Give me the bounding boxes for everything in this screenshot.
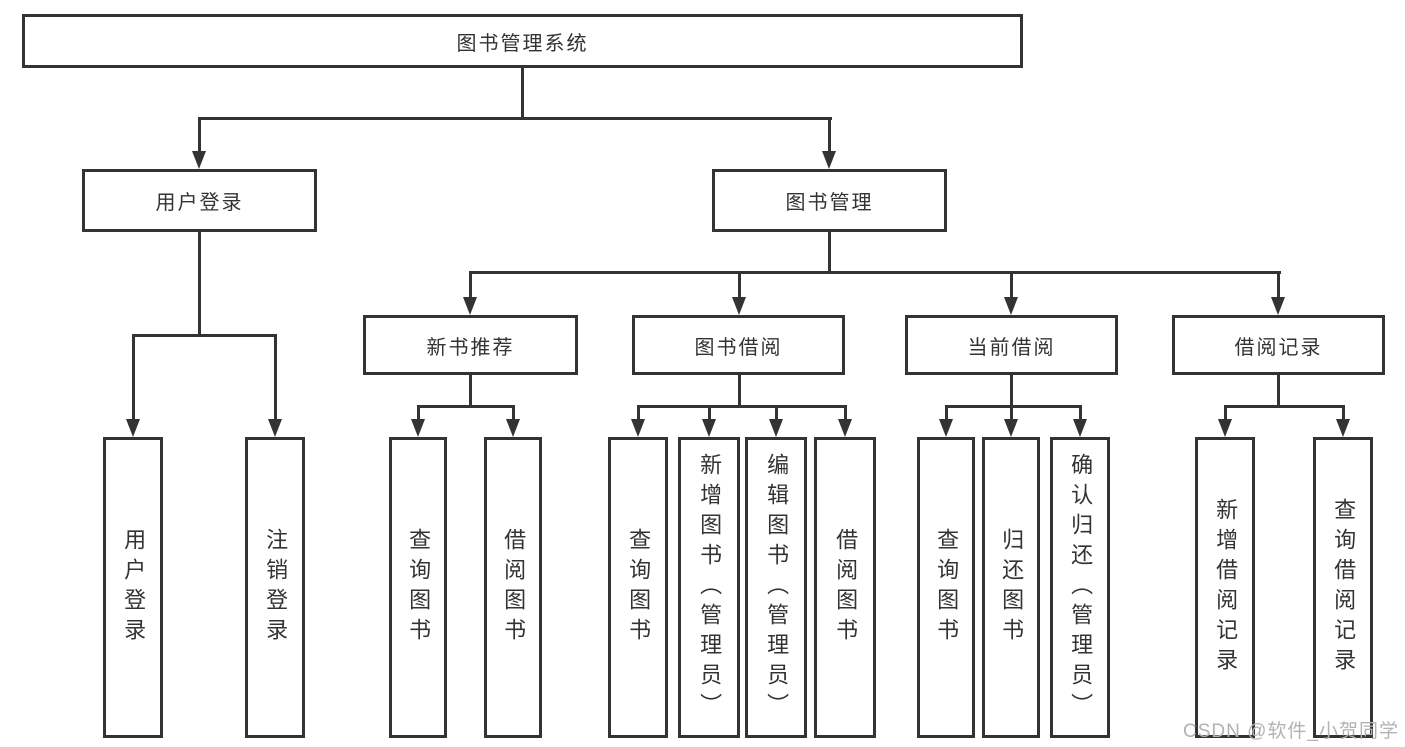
node-label: 借阅图书	[833, 527, 859, 648]
node-label: 编辑图书（管理员）	[764, 452, 790, 723]
connector-line	[844, 405, 847, 421]
connector-line	[274, 334, 277, 420]
node-label: 注销登录	[263, 527, 289, 648]
node-label: 图书管理系统	[456, 32, 589, 55]
connector-line	[469, 271, 472, 299]
node-label: 归还图书	[999, 527, 1025, 648]
connector-line	[775, 405, 778, 421]
node-label: 用户登录	[155, 192, 244, 214]
arrow-down-icon	[411, 419, 425, 437]
leaf-borrow-query: 查询图书	[608, 437, 668, 738]
node-label: 查询借阅记录	[1331, 497, 1357, 678]
arrow-down-icon	[1336, 419, 1350, 437]
connector-line	[1010, 271, 1013, 299]
leaf-borrow-edit-admin: 编辑图书（管理员）	[745, 437, 807, 738]
arrow-down-icon	[1004, 297, 1018, 315]
leaf-logout: 注销登录	[245, 437, 305, 738]
connector-line	[1224, 405, 1227, 421]
arrow-down-icon	[1271, 297, 1285, 315]
connector-line	[417, 405, 420, 421]
connector-line	[1010, 373, 1013, 408]
node-book-management: 图书管理	[712, 169, 947, 232]
leaf-record-add: 新增借阅记录	[1195, 437, 1255, 738]
connector-line	[708, 405, 711, 421]
arrow-down-icon	[126, 419, 140, 437]
node-label: 借阅图书	[501, 527, 527, 648]
node-label: 查询图书	[626, 527, 652, 648]
arrow-down-icon	[631, 419, 645, 437]
node-current-borrow: 当前借阅	[905, 315, 1118, 375]
connector-line	[198, 117, 201, 152]
connector-line	[945, 405, 1082, 408]
connector-line	[512, 405, 515, 421]
arrow-down-icon	[268, 419, 282, 437]
connector-line	[198, 230, 201, 337]
connector-line	[1224, 405, 1345, 408]
leaf-record-query: 查询借阅记录	[1313, 437, 1373, 738]
connector-line	[1277, 373, 1280, 408]
arrow-down-icon	[506, 419, 520, 437]
arrow-down-icon	[939, 419, 953, 437]
node-label: 确认归还（管理员）	[1068, 452, 1094, 723]
node-label: 当前借阅	[967, 336, 1056, 359]
arrow-down-icon	[838, 419, 852, 437]
connector-line	[1010, 405, 1013, 421]
arrow-down-icon	[1073, 419, 1087, 437]
node-root-library-system: 图书管理系统	[22, 14, 1023, 68]
node-label: 新增图书（管理员）	[697, 452, 723, 723]
connector-line	[637, 405, 847, 408]
node-label: 图书借阅	[694, 336, 783, 359]
connector-line	[1277, 271, 1280, 299]
arrow-down-icon	[1004, 419, 1018, 437]
connector-line	[1079, 405, 1082, 421]
node-label: 查询图书	[934, 527, 960, 648]
connector-line	[828, 230, 831, 274]
leaf-user-login: 用户登录	[103, 437, 163, 738]
leaf-borrow-book: 借阅图书	[814, 437, 876, 738]
connector-line	[828, 117, 831, 152]
arrow-down-icon	[1218, 419, 1232, 437]
connector-line	[469, 373, 472, 408]
node-user-login: 用户登录	[82, 169, 317, 232]
node-book-borrow: 图书借阅	[632, 315, 845, 375]
node-label: 借阅记录	[1234, 336, 1323, 359]
arrow-down-icon	[702, 419, 716, 437]
connector-line	[738, 373, 741, 408]
connector-line	[1342, 405, 1345, 421]
node-label: 新书推荐	[426, 336, 515, 359]
arrow-down-icon	[822, 151, 836, 169]
node-label: 查询图书	[406, 527, 432, 648]
connector-line	[417, 405, 515, 408]
node-label: 用户登录	[121, 527, 147, 648]
arrow-down-icon	[769, 419, 783, 437]
node-label: 图书管理	[785, 192, 874, 214]
leaf-newbook-query: 查询图书	[389, 437, 447, 738]
connector-line	[132, 334, 135, 420]
node-new-book-recommend: 新书推荐	[363, 315, 578, 375]
leaf-current-confirm-admin: 确认归还（管理员）	[1050, 437, 1110, 738]
connector-line	[738, 271, 741, 299]
csdn-watermark: CSDN @软件_小贺同学	[1183, 721, 1399, 742]
leaf-borrow-add-admin: 新增图书（管理员）	[678, 437, 740, 738]
arrow-down-icon	[732, 297, 746, 315]
node-label: 新增借阅记录	[1213, 497, 1239, 678]
arrow-down-icon	[463, 297, 477, 315]
connector-line	[132, 334, 277, 337]
node-borrow-record: 借阅记录	[1172, 315, 1385, 375]
leaf-current-query: 查询图书	[917, 437, 975, 738]
leaf-newbook-borrow: 借阅图书	[484, 437, 542, 738]
connector-line	[521, 65, 524, 119]
connector-line	[637, 405, 640, 421]
connector-line	[198, 117, 832, 120]
arrow-down-icon	[192, 151, 206, 169]
connector-line	[469, 271, 1281, 274]
connector-line	[945, 405, 948, 421]
leaf-current-return: 归还图书	[982, 437, 1040, 738]
